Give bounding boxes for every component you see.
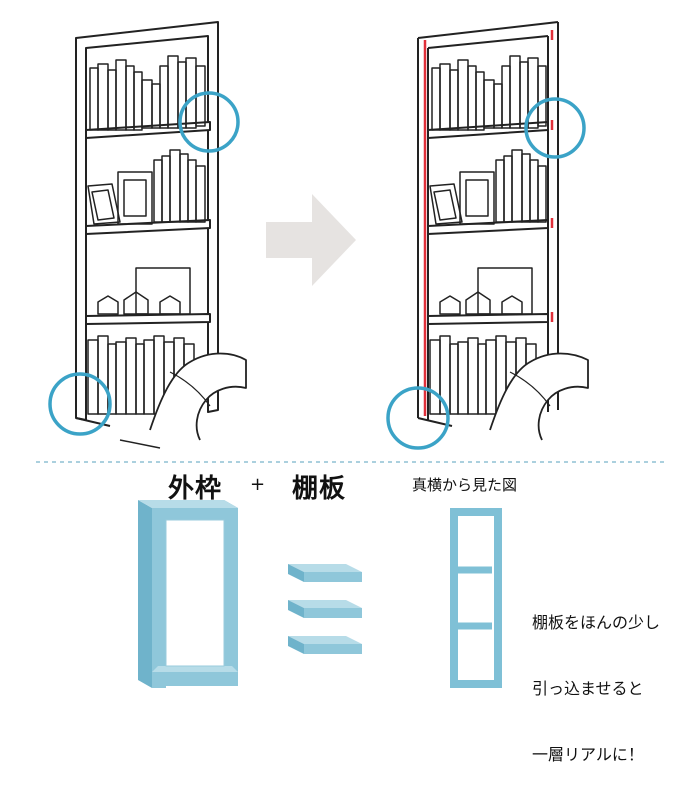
side-view-diagram [450, 508, 502, 688]
bookshelf-before [48, 21, 247, 449]
photo-frames [429, 171, 495, 225]
frame-label: 外枠 [168, 474, 223, 504]
tip-note-line: 棚板をほんの少し [532, 613, 661, 632]
side-view-label: 真横から見た図 [412, 476, 518, 494]
bookshelf-after [386, 21, 589, 450]
blanket [489, 352, 589, 441]
tip-note-line: 一層リアルに！ [532, 745, 644, 764]
circle-highlight [48, 372, 112, 436]
blanket [149, 352, 247, 441]
circle-highlight [524, 97, 586, 159]
tip-note-line: 引っ込ませると [532, 679, 644, 698]
books-middle [495, 149, 547, 223]
illustration-canvas [36, 21, 664, 688]
books-top [431, 55, 547, 131]
photo-frames [87, 171, 153, 225]
circle-highlight [386, 386, 450, 450]
shelf-board [427, 121, 549, 325]
books-top [89, 55, 206, 131]
shelf-board-label: 棚板 [292, 474, 347, 504]
decor-third-row [439, 267, 533, 315]
right-arrow-icon [266, 194, 356, 286]
shelf-boards-parts [288, 564, 362, 654]
plus-sign: + [250, 474, 266, 495]
books-middle [153, 149, 206, 223]
circle-highlight [178, 91, 240, 153]
tip-note: 棚板をほんの少し 引っ込ませると 一層リアルに！ [532, 568, 660, 788]
decor-third-row [97, 267, 191, 315]
inset-marker [423, 30, 554, 416]
frame-part [138, 500, 238, 688]
